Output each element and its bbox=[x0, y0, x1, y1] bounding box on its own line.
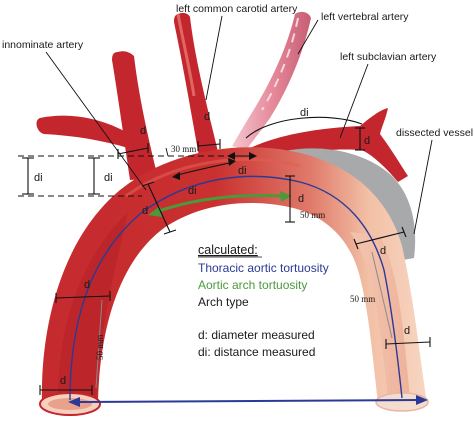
label-d-innominate: d bbox=[140, 125, 146, 137]
label-di-far-left: di bbox=[34, 172, 43, 184]
label-di-left: di bbox=[104, 172, 113, 184]
label-left-subclavian: left subclavian artery bbox=[340, 51, 437, 63]
legend-arch: Aortic arch tortuosity bbox=[198, 278, 307, 292]
label-d-carotid: d bbox=[204, 111, 210, 123]
arch-tortuosity-arrow bbox=[155, 194, 283, 214]
label-d-subclavian: d bbox=[364, 135, 370, 147]
aortic-arch-shape bbox=[41, 147, 426, 404]
label-30mm: 30 mm bbox=[171, 144, 196, 154]
label-di-top: di bbox=[300, 107, 309, 119]
label-d-desc-lower: d bbox=[404, 325, 410, 337]
label-left-common-carotid: left common carotid artery bbox=[176, 3, 298, 15]
legend-arch-type: Arch type bbox=[198, 295, 249, 309]
dissection-shape bbox=[256, 148, 416, 262]
innominate-branch-shape bbox=[36, 115, 140, 152]
label-di-mid: di bbox=[238, 165, 247, 177]
label-left-vertebral: left vertebral artery bbox=[321, 11, 409, 23]
label-50mm-desc: 50 mm bbox=[350, 294, 375, 304]
left-vertebral-shape bbox=[232, 11, 311, 151]
label-50mm-asc: 50 mm bbox=[95, 335, 105, 360]
legend-thoracic: Thoracic aortic tortuosity bbox=[198, 261, 329, 275]
label-d-arch-mid: d bbox=[298, 193, 304, 205]
label-d-asc-lower: d bbox=[84, 279, 90, 291]
legend-di-definition: di: distance measured bbox=[198, 345, 315, 359]
left-subclavian-shape bbox=[246, 108, 408, 182]
legend-heading: calculated: bbox=[198, 243, 258, 257]
label-d-asc-bottom: d bbox=[60, 375, 66, 387]
label-d-arch-entry: d bbox=[142, 205, 148, 217]
thoracic-distance-arrow bbox=[77, 399, 419, 403]
thoracic-centerline bbox=[69, 175, 403, 401]
label-d-desc-upper: d bbox=[380, 245, 386, 257]
label-dissected-vessel: dissected vessel bbox=[396, 127, 473, 139]
label-innominate: innominate artery bbox=[2, 39, 84, 51]
label-50mm-arch: 50 mm bbox=[300, 210, 325, 220]
innominate-artery-shape bbox=[112, 51, 158, 180]
label-di-arch: di bbox=[188, 185, 197, 197]
legend-d-definition: d: diameter measured bbox=[198, 328, 315, 342]
